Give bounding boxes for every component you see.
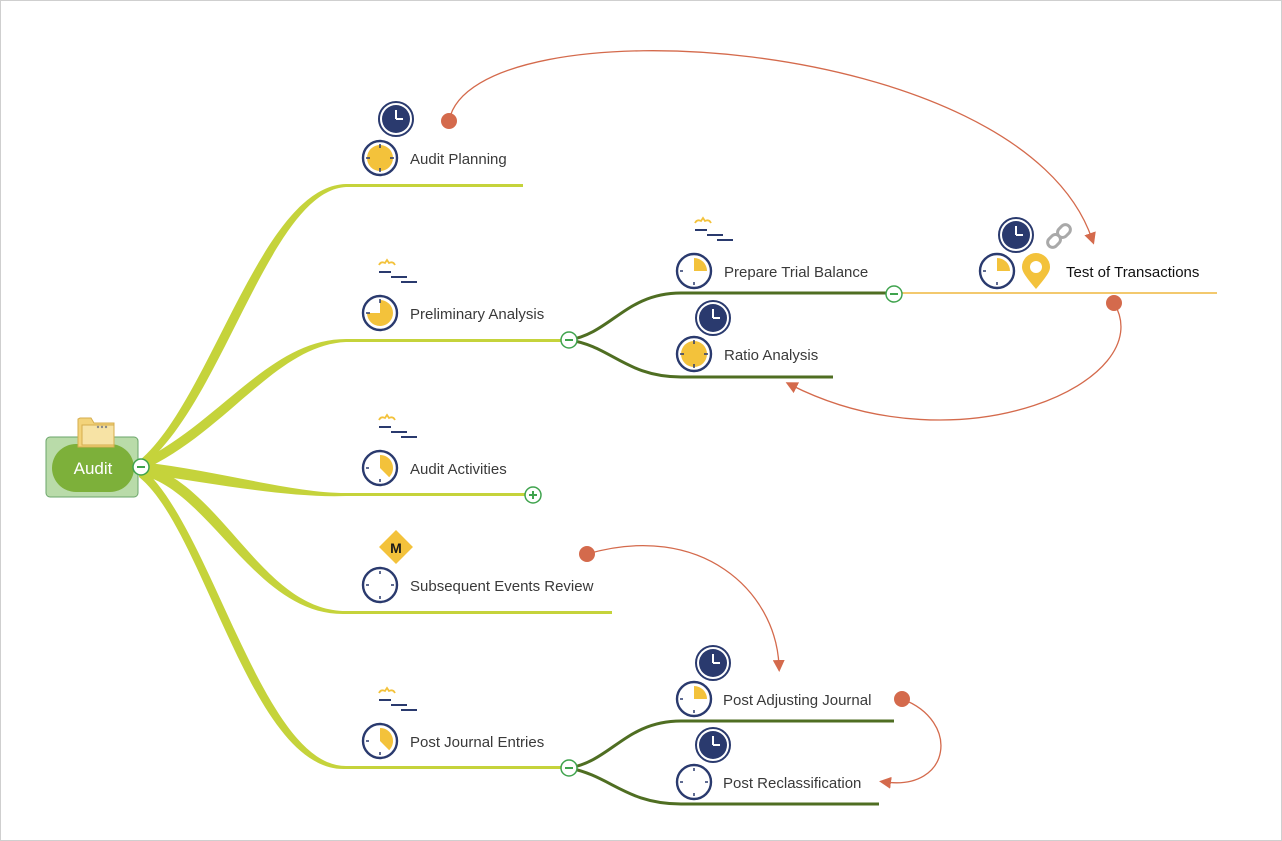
folder-icon [77, 417, 115, 448]
clock-icon [998, 217, 1034, 253]
relation-planning-to-transactions [448, 50, 1096, 245]
collapse-button[interactable] [560, 331, 578, 349]
task-duration-icon [378, 414, 418, 438]
progress-empty-icon [361, 566, 399, 604]
progress-icon [978, 252, 1016, 290]
task-duration-icon [378, 687, 418, 711]
root-node[interactable]: Audit [45, 436, 139, 498]
relation-adjusting-to-reclassification [879, 698, 942, 789]
branch-label-preliminary-analysis[interactable]: Preliminary Analysis [410, 306, 544, 323]
collapse-button[interactable] [560, 759, 578, 777]
clock-icon [378, 101, 414, 137]
sub-branch-prepare-trial-balance [568, 291, 894, 342]
progress-complete-icon [675, 335, 713, 373]
progress-empty-icon [675, 763, 713, 801]
task-duration-icon [378, 259, 418, 283]
relation-transactions-to-ratio [785, 302, 1122, 421]
sub-branch-label-ratio-analysis[interactable]: Ratio Analysis [724, 347, 818, 364]
progress-icon [675, 252, 713, 290]
root-label: Audit [74, 459, 113, 478]
branch-label-audit-planning[interactable]: Audit Planning [410, 151, 507, 168]
clock-icon [695, 300, 731, 336]
task-duration-icon [694, 217, 734, 241]
branch-label-subsequent-events-review[interactable]: Subsequent Events Review [410, 578, 594, 595]
hyperlink-icon [1046, 223, 1072, 249]
progress-icon [361, 294, 399, 332]
sub-branch-label-test-of-transactions[interactable]: Test of Transactions [1066, 264, 1199, 281]
branch-label-audit-activities[interactable]: Audit Activities [410, 461, 507, 478]
sub-branch-post-adjusting-journal [568, 719, 894, 770]
progress-icon [361, 722, 399, 760]
milestone-icon: M [379, 530, 413, 564]
progress-complete-icon [361, 139, 399, 177]
sub-branch-post-reclassification [568, 766, 879, 806]
clock-icon [695, 727, 731, 763]
progress-icon [361, 449, 399, 487]
branch-post-journal-entries [139, 465, 569, 770]
progress-icon [675, 680, 713, 718]
expand-button[interactable] [524, 486, 542, 504]
root-collapse-button[interactable] [132, 458, 150, 476]
clock-icon [695, 645, 731, 681]
branch-label-post-journal-entries[interactable]: Post Journal Entries [410, 734, 544, 751]
location-pin-icon [1022, 253, 1050, 289]
sub-branch-ratio-analysis [568, 338, 833, 379]
branch-audit-activities [141, 462, 531, 497]
branch-subsequent-events-review [141, 464, 612, 615]
branch-preliminary-analysis [141, 339, 569, 471]
milestone-marker: M [390, 540, 402, 556]
collapse-button[interactable] [885, 285, 903, 303]
sub-branch-label-prepare-trial-balance[interactable]: Prepare Trial Balance [724, 264, 868, 281]
sub-branch-label-post-reclassification[interactable]: Post Reclassification [723, 775, 861, 792]
relation-subsequent-to-adjusting [586, 544, 785, 672]
sub-branch-label-post-adjusting-journal[interactable]: Post Adjusting Journal [723, 692, 871, 709]
